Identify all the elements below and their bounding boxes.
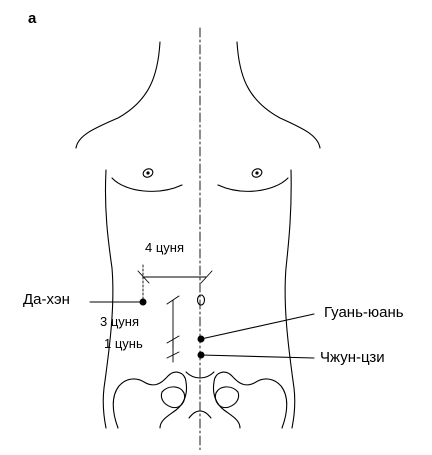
pelvis-drawing xyxy=(112,371,288,429)
one-cun-tick-bottom xyxy=(166,351,180,359)
four-cun-tick-right xyxy=(200,270,213,284)
right-torso-outline xyxy=(284,169,296,429)
right-chest-contour xyxy=(217,177,289,192)
left-torso-outline xyxy=(102,169,114,429)
leader-guan-yuan xyxy=(200,313,315,340)
left-shoulder-outline xyxy=(75,41,161,149)
left-chest-contour xyxy=(111,177,183,192)
point-label-da-hen: Да-хэн xyxy=(23,291,70,308)
right-nipple xyxy=(251,168,263,178)
panel-label: а xyxy=(28,10,37,27)
three-cun-label: 3 цуня xyxy=(100,314,140,329)
three-cun-tick-middle xyxy=(166,335,180,344)
one-cun-label: 1 цунь xyxy=(104,336,143,351)
navel xyxy=(196,294,206,306)
four-cun-label: 4 цуня xyxy=(145,240,185,255)
point-label-guan-yuan: Гуань-юань xyxy=(324,304,404,321)
four-cun-tick-left xyxy=(137,270,150,284)
right-shoulder-outline xyxy=(236,41,321,149)
left-nipple xyxy=(142,168,154,178)
three-cun-tick-top xyxy=(166,295,180,305)
leader-zhong-ji xyxy=(200,354,315,359)
point-label-zhong-ji: Чжун-цзи xyxy=(320,349,385,366)
